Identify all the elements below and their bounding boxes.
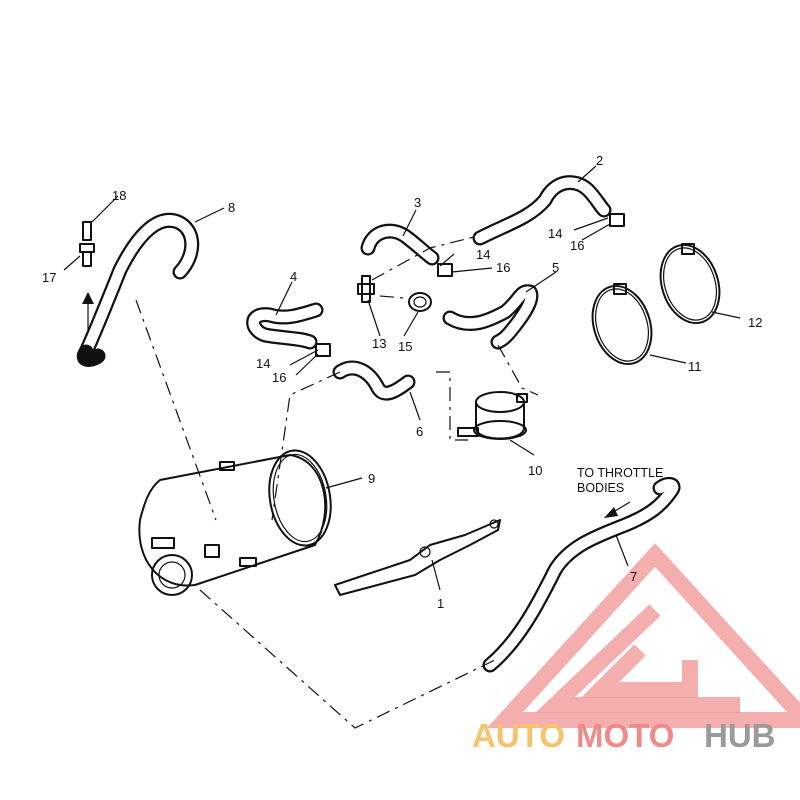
watermark-text-moto: MOTO xyxy=(576,717,674,754)
note-line-1: TO THROTTLE xyxy=(577,466,663,480)
part-11-ring-clip xyxy=(591,283,653,366)
callout-8: 8 xyxy=(228,200,235,215)
note-line-2: BODIES xyxy=(577,481,624,495)
clamp-14-16-middle xyxy=(437,263,453,277)
callout-1: 1 xyxy=(437,596,444,611)
callout-numbers: 18 17 8 3 2 14 16 14 16 4 5 13 15 14 16 … xyxy=(42,153,762,611)
routing-dashed-lines xyxy=(135,235,539,729)
watermark-wordmark: AUTO MOTO HUB xyxy=(472,717,776,754)
callout-11: 11 xyxy=(688,359,702,374)
callout-5: 5 xyxy=(552,260,559,275)
part-15-clip xyxy=(408,292,432,312)
callout-17: 17 xyxy=(42,270,56,285)
leader-lines xyxy=(63,165,741,591)
watermark-text-hub: HUB xyxy=(704,717,776,754)
direction-arrow-icon xyxy=(604,501,631,518)
part-9-canister xyxy=(138,449,332,596)
watermark-triangle-inner xyxy=(534,604,740,713)
callout-2: 2 xyxy=(596,153,603,168)
part-12-ring-clip xyxy=(659,243,721,325)
callout-16-middle: 16 xyxy=(496,260,510,275)
part-3-hose xyxy=(360,223,440,266)
clamp-14-16-upper-right xyxy=(609,213,625,227)
watermark-g-mark xyxy=(580,644,698,698)
watermark-text-auto: AUTO xyxy=(472,717,565,754)
part-18-connector xyxy=(82,221,92,241)
callout-14-middle: 14 xyxy=(476,247,490,262)
callout-7: 7 xyxy=(630,569,637,584)
callout-16-upper: 16 xyxy=(570,238,584,253)
callout-14-left: 14 xyxy=(256,356,270,371)
callout-15: 15 xyxy=(398,339,412,354)
callout-4: 4 xyxy=(290,269,297,284)
callout-10: 10 xyxy=(528,463,542,478)
part-6-hose xyxy=(332,360,416,401)
clamp-14-16-left xyxy=(315,343,331,357)
callout-18: 18 xyxy=(112,188,126,203)
part-1-bracket xyxy=(334,519,501,596)
watermark-triangle-outer xyxy=(486,543,800,728)
upward-arrow-icon xyxy=(82,292,94,330)
part-13-tee-connector xyxy=(357,275,375,303)
callout-14-upper: 14 xyxy=(548,226,562,241)
throttle-bodies-note: TO THROTTLE BODIES xyxy=(577,466,663,495)
part-8-hose xyxy=(76,212,200,367)
part-17-fitting xyxy=(79,243,95,267)
callout-12: 12 xyxy=(748,315,762,330)
callout-13: 13 xyxy=(372,336,386,351)
part-5-hose xyxy=(442,284,539,350)
callout-9: 9 xyxy=(368,471,375,486)
part-10-purge-valve xyxy=(457,391,528,440)
callout-3: 3 xyxy=(414,195,421,210)
part-7-hose xyxy=(482,476,681,673)
callout-16-left: 16 xyxy=(272,370,286,385)
part-2-hose xyxy=(472,175,612,246)
part-4-hose xyxy=(246,302,324,350)
watermark-logo xyxy=(486,543,800,728)
callout-6: 6 xyxy=(416,424,423,439)
